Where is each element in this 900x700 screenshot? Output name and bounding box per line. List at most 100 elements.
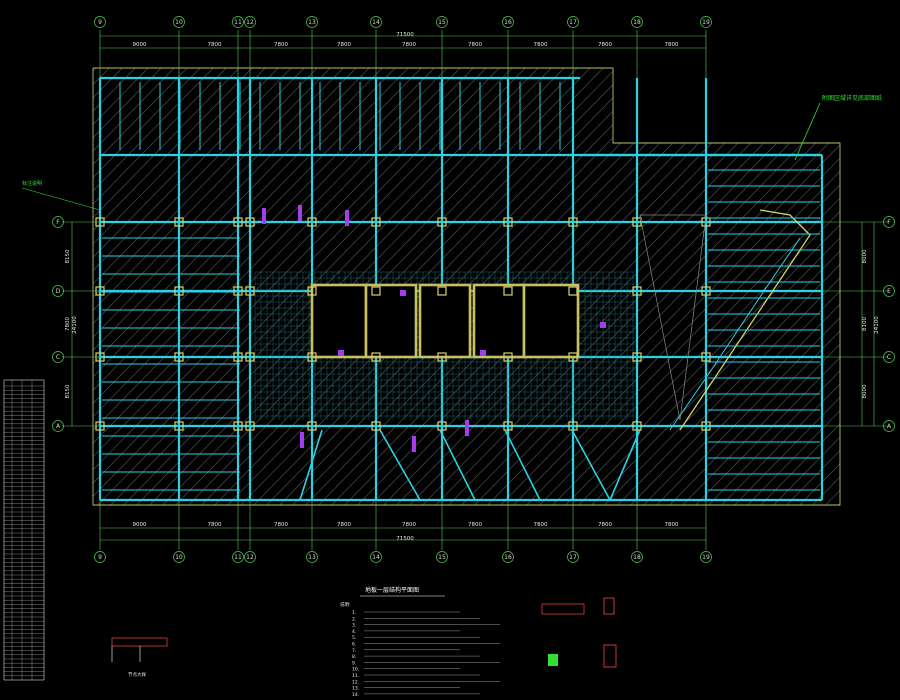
angled-wall bbox=[679, 209, 811, 431]
highlight-mark-3 bbox=[300, 432, 304, 448]
detail-sketches bbox=[111, 597, 617, 668]
axis-label-9-bottom: 9 bbox=[98, 554, 102, 561]
axis-label-left-A: A bbox=[56, 423, 61, 430]
void-triangle bbox=[639, 214, 707, 421]
axis-bubble-18-bottom bbox=[631, 551, 643, 563]
core-room-4 bbox=[522, 283, 580, 359]
axis-label-15-top: 15 bbox=[438, 19, 446, 26]
axis-bubble-10-top bbox=[173, 16, 185, 28]
right-annotation: 附图区域详见底部图纸 bbox=[822, 94, 882, 102]
axis-label-18-top: 18 bbox=[633, 19, 641, 26]
left-annotation: 标注说明 bbox=[22, 180, 42, 187]
note-6: 7. bbox=[352, 648, 356, 654]
highlight-mark-0 bbox=[262, 208, 266, 224]
span-bottom-6: 7800 bbox=[534, 522, 548, 528]
axis-label-11-bottom: 11 bbox=[234, 554, 242, 561]
axis-labels: 9910101111121213131414151516161717181819… bbox=[52, 16, 895, 563]
axis-label-left-D: D bbox=[56, 288, 61, 295]
detail-sketch-5 bbox=[603, 644, 617, 668]
core-boundary bbox=[249, 221, 638, 427]
axis-label-11-top: 11 bbox=[234, 19, 242, 26]
core-room-1 bbox=[364, 283, 418, 359]
detail-label: 节点大样 bbox=[128, 671, 146, 678]
note-11: 12. bbox=[352, 679, 359, 685]
axis-bubble-19-top bbox=[700, 16, 712, 28]
axis-bubble-13-top bbox=[306, 16, 318, 28]
axis-label-13-top: 13 bbox=[308, 19, 316, 26]
span-right-2: 8000 bbox=[862, 384, 868, 398]
detail-sketch-1 bbox=[111, 637, 168, 647]
detail-sketch-3 bbox=[548, 654, 558, 666]
detail-sketch-2 bbox=[541, 603, 585, 615]
drawing-title: 地板一层结构平面图 bbox=[365, 586, 419, 594]
axis-label-12-bottom: 12 bbox=[246, 554, 254, 561]
left-total-dimension: 24100 bbox=[72, 316, 78, 334]
note-3: 4. bbox=[352, 629, 356, 635]
axis-bubble-14-bottom bbox=[370, 551, 382, 563]
note-0: 1. bbox=[352, 610, 356, 616]
highlight-mark-4 bbox=[412, 436, 416, 452]
axis-bubble-17-bottom bbox=[567, 551, 579, 563]
span-left-1: 7800 bbox=[65, 317, 71, 331]
axis-bubble-17-top bbox=[567, 16, 579, 28]
core-room-0 bbox=[310, 283, 368, 359]
axis-label-right-E: E bbox=[887, 288, 891, 295]
span-bottom-5: 7800 bbox=[468, 522, 482, 528]
span-right-0: 8000 bbox=[862, 249, 868, 263]
right-total-dimension: 24100 bbox=[874, 316, 880, 334]
overall-dimension-top: 71500 bbox=[396, 32, 414, 38]
highlight-mark-2 bbox=[345, 210, 349, 226]
axis-bubble-left-A bbox=[52, 420, 64, 432]
axis-bubble-16-bottom bbox=[502, 551, 514, 563]
span-right-1: 8100 bbox=[862, 317, 868, 331]
span-bottom-4: 7800 bbox=[402, 522, 416, 528]
highlight-mark-1 bbox=[298, 205, 302, 221]
note-1: 2. bbox=[352, 616, 356, 622]
axis-label-14-top: 14 bbox=[372, 19, 380, 26]
axis-label-right-A: A bbox=[887, 423, 892, 430]
axis-bubble-11-top bbox=[232, 16, 244, 28]
axis-bubble-16-top bbox=[502, 16, 514, 28]
axis-bubble-left-D bbox=[52, 285, 64, 297]
schedule-table bbox=[3, 379, 45, 681]
axis-bubble-19-bottom bbox=[700, 551, 712, 563]
core-room-3 bbox=[472, 283, 526, 359]
note-4: 5. bbox=[352, 635, 356, 641]
axis-bubble-12-top bbox=[244, 16, 256, 28]
axis-label-19-top: 19 bbox=[702, 19, 710, 26]
axis-label-12-top: 12 bbox=[246, 19, 254, 26]
axis-label-left-C: C bbox=[56, 354, 60, 361]
axis-bubble-13-bottom bbox=[306, 551, 318, 563]
axis-bubble-14-top bbox=[370, 16, 382, 28]
span-top-4: 7800 bbox=[402, 42, 416, 48]
core-room-2 bbox=[418, 283, 472, 359]
axis-bubble-right-E bbox=[883, 285, 895, 297]
axis-label-16-top: 16 bbox=[504, 19, 512, 26]
axis-label-9-top: 9 bbox=[98, 19, 102, 26]
axis-label-10-top: 10 bbox=[175, 19, 183, 26]
note-5: 6. bbox=[352, 642, 356, 648]
axis-bubble-9-top bbox=[94, 16, 106, 28]
span-top-1: 7800 bbox=[208, 42, 222, 48]
notes-heading: 说明: bbox=[340, 601, 351, 608]
span-top-3: 7800 bbox=[337, 42, 351, 48]
axis-bubble-18-top bbox=[631, 16, 643, 28]
span-bottom-8: 7800 bbox=[665, 522, 679, 528]
axis-label-13-bottom: 13 bbox=[308, 554, 316, 561]
note-12: 13. bbox=[352, 686, 359, 692]
axis-label-right-C: C bbox=[887, 354, 891, 361]
span-bottom-0: 9000 bbox=[133, 522, 147, 528]
span-top-2: 7800 bbox=[274, 42, 288, 48]
note-13: 14. bbox=[352, 692, 359, 698]
axis-label-left-F: F bbox=[56, 219, 60, 226]
span-top-8: 7800 bbox=[665, 42, 679, 48]
notes-list: 1.2.3.4.5.6.7.8.9.10.11.12.13.14. bbox=[352, 610, 500, 698]
span-left-0: 8150 bbox=[65, 249, 71, 263]
note-8: 9. bbox=[352, 660, 356, 666]
axis-bubble-right-F bbox=[883, 216, 895, 228]
building-outline bbox=[92, 67, 841, 506]
span-top-5: 7800 bbox=[468, 42, 482, 48]
overall-dimension-bottom: 71500 bbox=[396, 536, 414, 542]
